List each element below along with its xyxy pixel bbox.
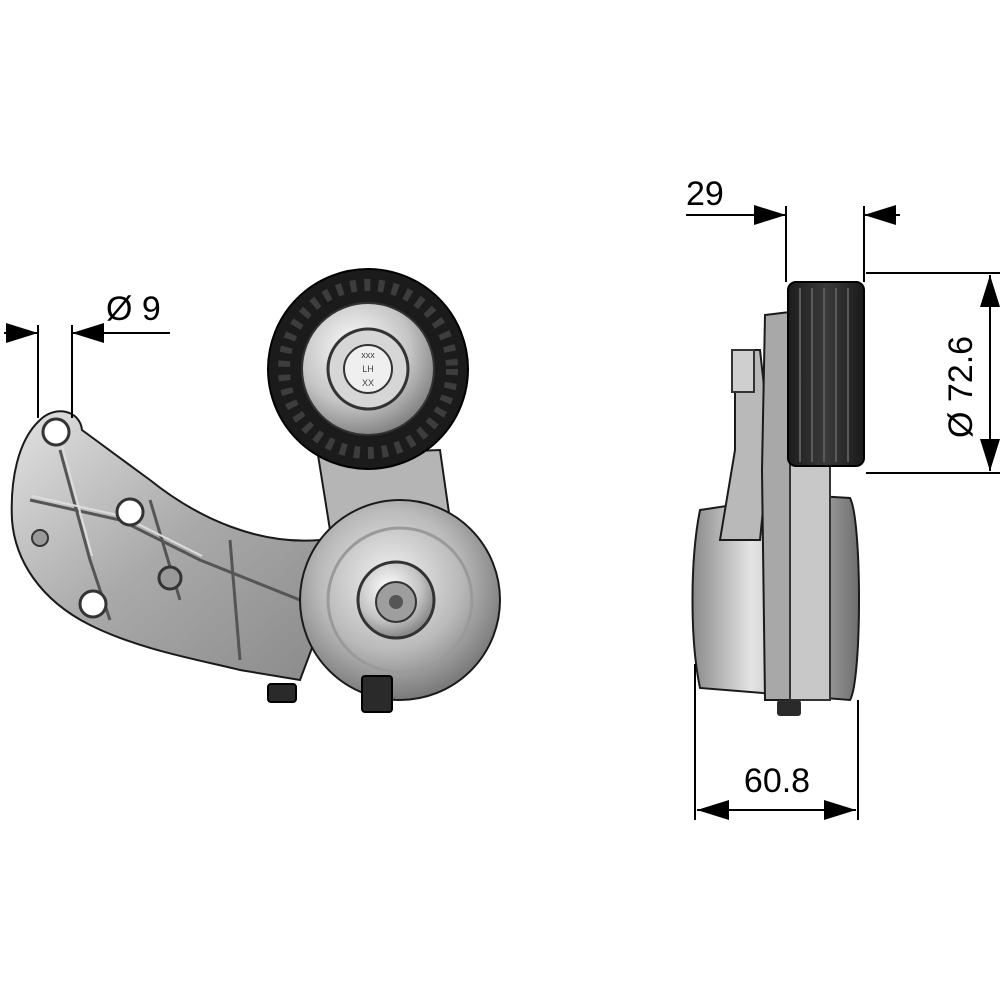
pulley-ribs: [278, 279, 458, 459]
dimension-bolt-hole: Ø 9: [4, 290, 170, 418]
bracket-hole-top: [41, 417, 71, 447]
side-arm-tab: [731, 349, 755, 393]
side-bottom-pin: [777, 700, 801, 716]
pulley-bolt: [343, 344, 393, 394]
bracket-stop-pin: [267, 683, 297, 703]
bracket-rib: [29, 449, 301, 661]
overall-depth-label: 60.8: [744, 762, 810, 800]
bracket-hole: [78, 589, 108, 619]
side-pulley-ribs: [799, 288, 849, 462]
front-view: xxx LH XX: [10, 268, 501, 713]
pulley-marking-line1: xxx: [361, 350, 375, 360]
dimension-overall-depth: 60.8: [694, 664, 859, 820]
pulley-marking-line3: XX: [362, 378, 374, 388]
pulley-width-label: 29: [686, 175, 724, 213]
side-pulley: [787, 281, 865, 467]
side-view: [691, 281, 865, 716]
side-arm: [718, 349, 772, 541]
bolt-hole-diameter-label: Ø 9: [106, 290, 161, 328]
bracket-hole: [115, 497, 145, 527]
pulley-marking-line2: LH: [362, 364, 374, 374]
side-column: [789, 454, 831, 701]
dimension-pulley-diameter: Ø 72.6: [866, 272, 1000, 474]
dimension-pulley-width: 29: [686, 175, 900, 282]
tensioner-stop-block: [361, 675, 393, 713]
bracket-bolt-boss: [157, 565, 183, 591]
pulley-diameter-label: Ø 72.6: [942, 336, 980, 438]
tensioner-pivot-center: [389, 595, 403, 609]
bracket-bolt-boss: [31, 529, 49, 547]
tensioner-body-inner: [326, 526, 474, 674]
